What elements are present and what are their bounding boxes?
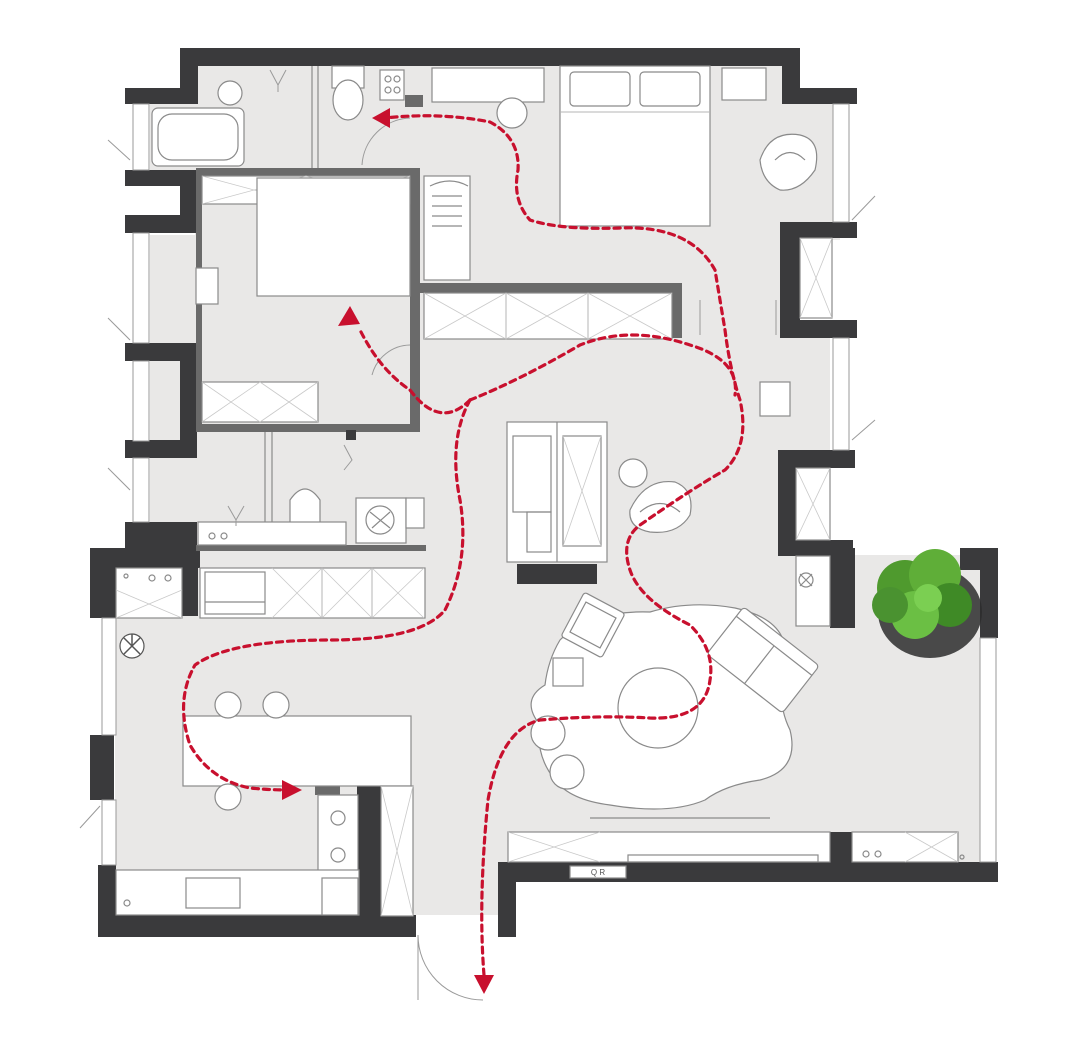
fixture-label: Q R <box>591 868 605 877</box>
single-bed-icon <box>256 177 411 297</box>
armchair-living-icon <box>561 592 625 658</box>
route-arrow <box>282 780 302 800</box>
sink-kitchen-icon <box>185 877 241 909</box>
counter-left <box>115 567 183 619</box>
faucet-icon <box>227 505 245 526</box>
route-arrow <box>372 108 390 128</box>
shower-icon <box>269 69 287 92</box>
toilet-icon <box>332 79 364 121</box>
wardrobe-strip <box>423 175 673 340</box>
route-branch-kitchen <box>182 398 472 792</box>
coffee-table-icon <box>617 667 699 749</box>
plant-small-icon <box>119 633 145 659</box>
shelf-unit <box>423 175 471 281</box>
route-main <box>383 114 745 977</box>
sink-icon <box>217 80 243 106</box>
circulation-route <box>182 108 745 994</box>
cooktop-icon <box>379 69 405 101</box>
route-branch-bedroom2 <box>358 328 472 415</box>
corner-cabinet <box>795 555 831 627</box>
toilet-lower-icon <box>289 488 321 526</box>
bedroom-window-desk <box>195 267 219 305</box>
exterior-walls <box>90 48 998 937</box>
bathtub-icon <box>151 107 245 167</box>
bedroom-secondary <box>195 175 411 423</box>
cabinet-right <box>851 831 959 863</box>
nightstand-icon <box>721 67 767 101</box>
side-table-icon <box>759 381 791 417</box>
side-table-living <box>552 657 584 687</box>
kitchen <box>115 567 484 1001</box>
wardrobe-bottom <box>201 381 319 423</box>
route-arrow <box>338 306 360 326</box>
bed-icon <box>559 65 711 227</box>
living-room: Q R <box>506 421 965 879</box>
dining-island <box>182 715 412 787</box>
desk-chair-icon <box>496 97 528 129</box>
windows <box>79 103 997 866</box>
master-bedroom <box>431 65 833 417</box>
bathroom-lower <box>197 432 425 546</box>
armchair-icon <box>759 133 818 191</box>
tv-unit-icon <box>507 831 831 863</box>
counter-top <box>199 567 426 619</box>
route-arrow <box>474 975 494 994</box>
route-branch-bedroom <box>468 333 738 402</box>
fixture-label-plate <box>569 865 627 879</box>
bathroom-upper <box>151 65 411 168</box>
desk-icon <box>431 67 545 103</box>
stool-icon <box>618 458 648 488</box>
plant-icon <box>872 549 982 658</box>
cooktop-kitchen-icon <box>317 794 359 876</box>
sofa-icon <box>707 607 819 713</box>
